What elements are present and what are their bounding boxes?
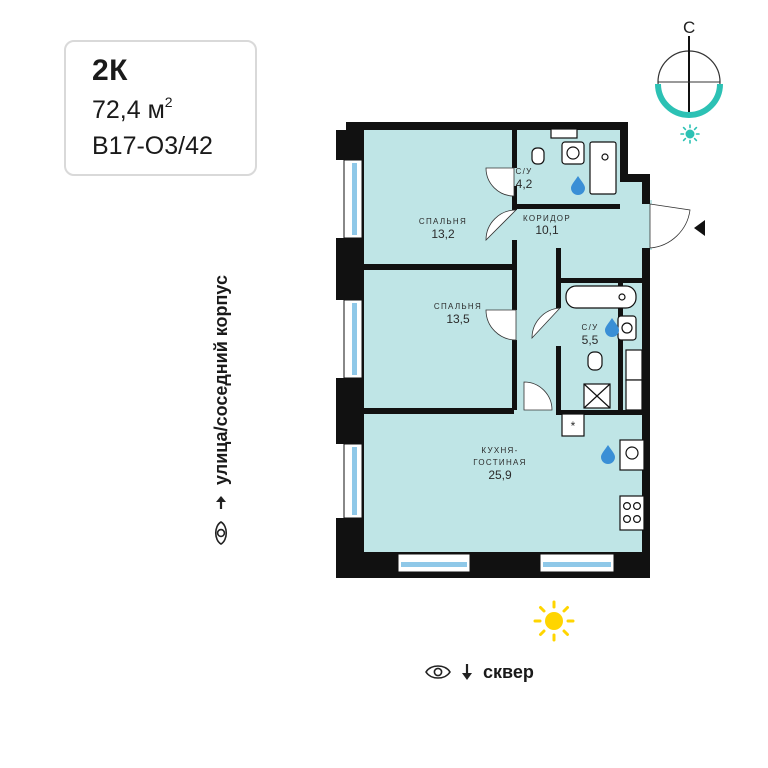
sun-icon: [533, 600, 575, 642]
corridor-area: 10,1: [535, 223, 559, 237]
arrow-up-icon: [214, 495, 228, 511]
doors: [485, 167, 691, 411]
corridor-name: КОРИДОР: [523, 214, 571, 223]
compass: С: [650, 14, 730, 154]
apartment-info-card: 2К 72,4 м2 В17-О3/42: [64, 40, 257, 176]
entrance-triangle-icon: [694, 220, 705, 236]
ventilation-mark: *: [571, 419, 576, 433]
side-view-caption: улица/соседний корпус: [206, 225, 236, 545]
kitchen-area: 25,9: [488, 468, 512, 482]
eye-icon: [425, 663, 451, 681]
window-glass: [352, 163, 611, 567]
apartment-type: 2К: [92, 54, 128, 87]
bedroom2-name: СПАЛЬНЯ: [434, 302, 482, 311]
kitchen-name-line2: ГОСТИНАЯ: [473, 458, 527, 467]
bathroom2-area: 5,5: [582, 333, 599, 347]
apartment-area: 72,4 м2: [92, 94, 173, 125]
bottom-view-text: сквер: [483, 661, 534, 682]
apartment-floor: [362, 125, 644, 553]
bedroom1-name: СПАЛЬНЯ: [419, 217, 467, 226]
eye-icon: [213, 521, 229, 545]
fixtures: [531, 128, 645, 531]
water-drop-icons: [571, 176, 619, 464]
side-view-text: улица/соседний корпус: [210, 275, 231, 485]
sun-icon: [680, 124, 700, 144]
bedroom1-area: 13,2: [431, 227, 455, 241]
bathroom2-name: С/У: [582, 323, 599, 332]
apartment-code: В17-О3/42: [92, 132, 213, 160]
bottom-view-caption: сквер: [425, 657, 534, 687]
arrow-down-icon: [461, 663, 473, 681]
bathroom1-area: 4,2: [516, 177, 533, 191]
compass-icon: [655, 36, 723, 118]
interior-walls: [362, 128, 644, 415]
apartment-area-unit-sup: 2: [164, 94, 173, 110]
compass-north-letter: С: [683, 18, 696, 37]
bedroom2-area: 13,5: [446, 312, 470, 326]
bathroom1-name: С/У: [516, 167, 533, 176]
entrance-threshold: [644, 200, 652, 250]
kitchen-name-line1: КУХНЯ-: [481, 446, 518, 455]
apartment-area-value: 72,4 м: [92, 96, 165, 124]
